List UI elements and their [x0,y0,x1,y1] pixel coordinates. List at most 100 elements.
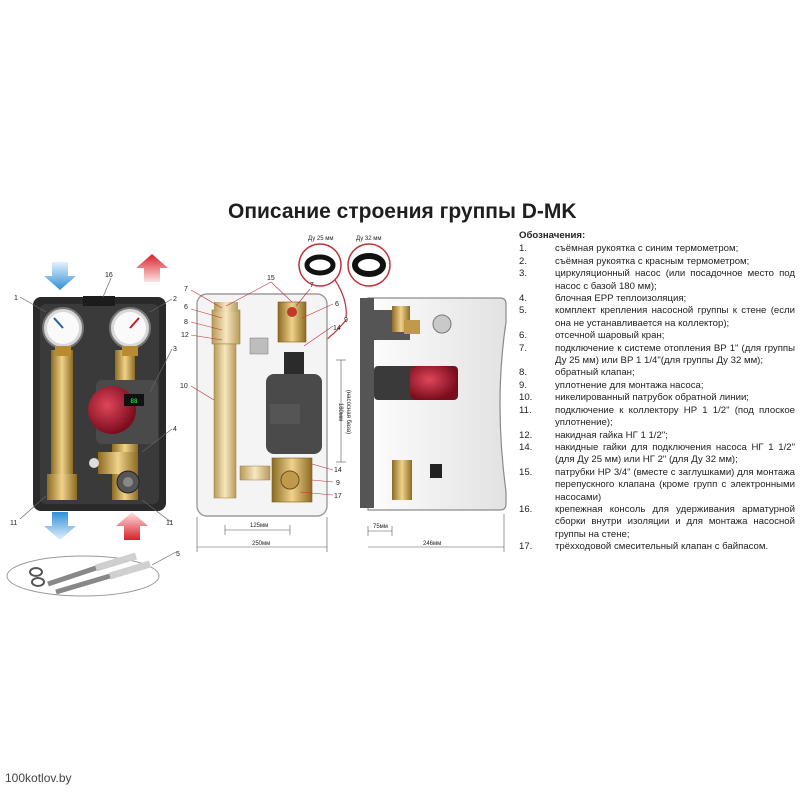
legend-item-number: 6. [519,330,528,342]
legend: Обозначения: 1. съёмная рукоятка с синим … [519,230,795,554]
legend-item: 10.никелированный патрубок обратной лини… [519,392,795,404]
legend-item-text: никелированный патрубок обратной линии; [555,392,749,404]
dim-250-label: 250мм [252,541,270,547]
legend-item: 7. подключение к системе отопления ВР 1" … [519,343,795,368]
dim-246-label: 246мм [423,541,441,547]
callout-5: 5 [176,551,180,558]
legend-item-number: 12. [519,429,533,441]
legend-item-text: съёмная рукоятка с красным термометром; [555,255,750,267]
legend-item: 3. циркуляционный насос (или посадочное м… [519,268,795,293]
legend-item-text: патрубки НР 3/4" (вместе с заглушками) д… [555,466,795,503]
legend-item-text: съёмная рукоятка с синим термометром; [555,243,739,255]
callout-14-top: 14 [333,325,341,332]
legend-item-text: накидные гайки для подключения насоса НГ… [555,441,795,466]
dim-75-label: 75мм [373,524,388,530]
legend-item-number: 14. [519,441,533,453]
callout-8: 8 [184,319,188,326]
legend-item-number: 11. [519,404,532,416]
legend-item-text: комплект крепления насосной группы к сте… [555,305,795,329]
return-arrow-red-top [136,254,168,282]
legend-list: 1.съёмная рукоятка с синим термометром;2… [519,243,795,553]
legend-item: 9. уплотнение для монтажа насоса; [519,380,795,392]
legend-item: 15. патрубки НР 3/4" (вместе с заглушками… [519,467,795,504]
callout-6-right: 6 [335,301,339,308]
legend-item-text: подключение к системе отопления ВР 1" (д… [555,342,795,367]
callout-7-left: 7 [184,286,188,293]
callout-12: 12 [181,332,189,339]
dim-180-note: (насосная база) [345,390,351,434]
legend-item: 16. крепежная консоль для удерживания арм… [519,504,795,541]
page-title: Описание строения группы D-MK [228,200,577,223]
mixing-valve-knob-icon [280,470,300,490]
callout-14-bottom: 14 [334,467,342,474]
supply-arrow-blue-top [44,262,76,290]
side-view: 75мм 246мм [360,297,507,552]
wall-mount-kit [6,552,160,597]
seal-du25-icon [304,254,336,276]
legend-item-number: 1. [519,243,528,255]
legend-item-number: 3. [519,268,528,280]
site-watermark: 100kotlov.by [5,771,72,785]
legend-item: 8. обратный клапан; [519,367,795,379]
side-pump-icon [410,366,458,400]
seal-du25-label: Ду 25 мм [308,236,333,242]
legend-item-text: блочная EPP теплоизоляция; [555,293,687,305]
red-thermometer-icon [109,307,151,356]
legend-item-text: накидная гайка НГ 1 1/2"; [555,429,668,441]
supply-arrow-blue-bottom [44,512,76,540]
legend-item-number: 17. [519,541,533,553]
legend-item: 12. накидная гайка НГ 1 1/2"; [519,430,795,442]
legend-item-number: 9. [519,379,528,391]
legend-item: 11. подключение к коллектору НР 1 1/2" (п… [519,405,795,430]
dim-125-label: 125мм [250,523,268,529]
legend-heading: Обозначения: [519,230,586,241]
callout-11-left: 11 [10,520,17,527]
callout-10: 10 [180,383,188,390]
legend-item-text: крепежная консоль для удерживания армату… [555,503,795,540]
legend-item-number: 15. [519,466,533,478]
legend-item: 6. отсечной шаровый кран; [519,330,795,342]
legend-item-number: 5. [519,305,528,317]
legend-item-text: обратный клапан; [555,367,635,379]
legend-item: 1. съёмная рукоятка с синим термометром; [519,243,795,255]
technical-front-view: 7 6 8 12 10 15 7 6 14 9 14 9 17 180мм (н… [180,275,351,552]
callout-4: 4 [173,426,177,433]
callout-7-right: 7 [310,282,314,289]
legend-item-number: 2. [519,255,528,267]
legend-item-text: циркуляционный насос (или посадочное мес… [555,268,795,292]
seals-detail: Ду 25 мм Ду 32 мм [298,236,391,351]
callout-6-left: 6 [184,304,188,311]
callout-9-bottom: 9 [336,480,340,487]
dim-180-label: 180мм [337,403,343,421]
seal-du32-icon [352,253,386,277]
legend-item-text: подключение к коллектору НР 1 1/2" (под … [555,404,795,429]
callout-17: 17 [334,493,342,500]
mixing-valve-icon [98,452,140,494]
legend-item: 14. накидные гайки для подключения насоса… [519,442,795,467]
callout-9-top: 9 [344,317,348,324]
legend-item: 5. комплект крепления насосной группы к с… [519,305,795,330]
callout-1: 1 [14,295,18,302]
legend-item-number: 16. [519,503,533,515]
callout-2: 2 [173,296,177,303]
circulation-pump-icon: 88 [88,380,158,444]
return-arrow-red-bottom [116,512,148,540]
legend-item: 4. блочная EPP теплоизоляция; [519,293,795,305]
legend-item-text: отсечной шаровый кран; [555,330,665,342]
legend-item-number: 7. [519,342,528,354]
blue-thermometer-icon [42,307,84,356]
side-housing [367,297,507,511]
legend-item-text: уплотнение для монтажа насоса; [555,379,704,391]
return-pipe-left [51,350,73,480]
legend-item-number: 8. [519,367,528,379]
svg-text:88: 88 [130,398,138,405]
front-view: 88 [6,254,180,597]
seal-du32-label: Ду 32 мм [356,236,381,242]
nickel-return-pipe [213,343,237,499]
legend-item: 2. съёмная рукоятка с красным термометром… [519,256,795,268]
legend-item-number: 4. [519,293,528,305]
legend-item-text: трёхходовой смесительный клапан с байпас… [555,541,769,553]
callout-15: 15 [267,275,275,282]
callout-3: 3 [173,346,177,353]
